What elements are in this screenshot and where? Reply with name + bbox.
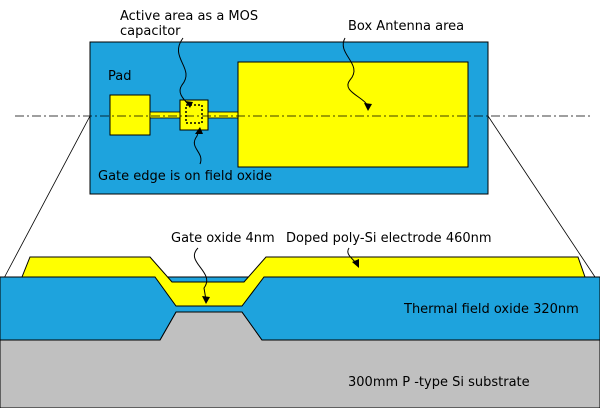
arrow-gate-oxide-head: [202, 296, 210, 304]
arrow-active-area-head: [185, 101, 193, 108]
label-active-area-line1: Active area as a MOS: [120, 9, 258, 24]
cross-section: Gate oxide 4nm Doped poly-Si electrode 4…: [0, 231, 600, 408]
label-gate-oxide: Gate oxide 4nm: [171, 231, 275, 246]
connector-line-left: [149, 111, 181, 119]
active-area-opening: [185, 104, 203, 124]
pad: [109, 94, 151, 136]
arrow-gate-edge-head: [195, 127, 203, 134]
arrow-gate-oxide: [193, 247, 207, 301]
arrow-box-antenna: [342, 37, 369, 109]
arrow-gate-edge: [193, 129, 202, 165]
arrow-poly-si-head: [352, 259, 359, 268]
label-pad: Pad: [108, 69, 131, 84]
label-box-antenna: Box Antenna area: [348, 19, 464, 34]
label-substrate: 300mm P -type Si substrate: [348, 375, 530, 390]
label-poly-si: Doped poly-Si electrode 460nm: [286, 231, 492, 246]
label-gate-edge: Gate edge is on field oxide: [98, 169, 272, 184]
poly-si-electrode: [21, 256, 586, 307]
box-antenna-area: [237, 61, 469, 168]
arrow-active-area: [177, 37, 191, 107]
label-field-oxide: Thermal field oxide 320nm: [403, 302, 579, 317]
zoom-line-right: [487, 115, 598, 281]
top-view: Active area as a MOS capacitor Box Anten…: [15, 9, 592, 195]
connector-line-right: [207, 111, 239, 119]
arrow-box-antenna-head: [364, 103, 372, 111]
thermal-field-oxide: [0, 276, 600, 341]
label-active-area-line2: capacitor: [120, 24, 181, 39]
zoom-line-left: [2, 115, 91, 281]
